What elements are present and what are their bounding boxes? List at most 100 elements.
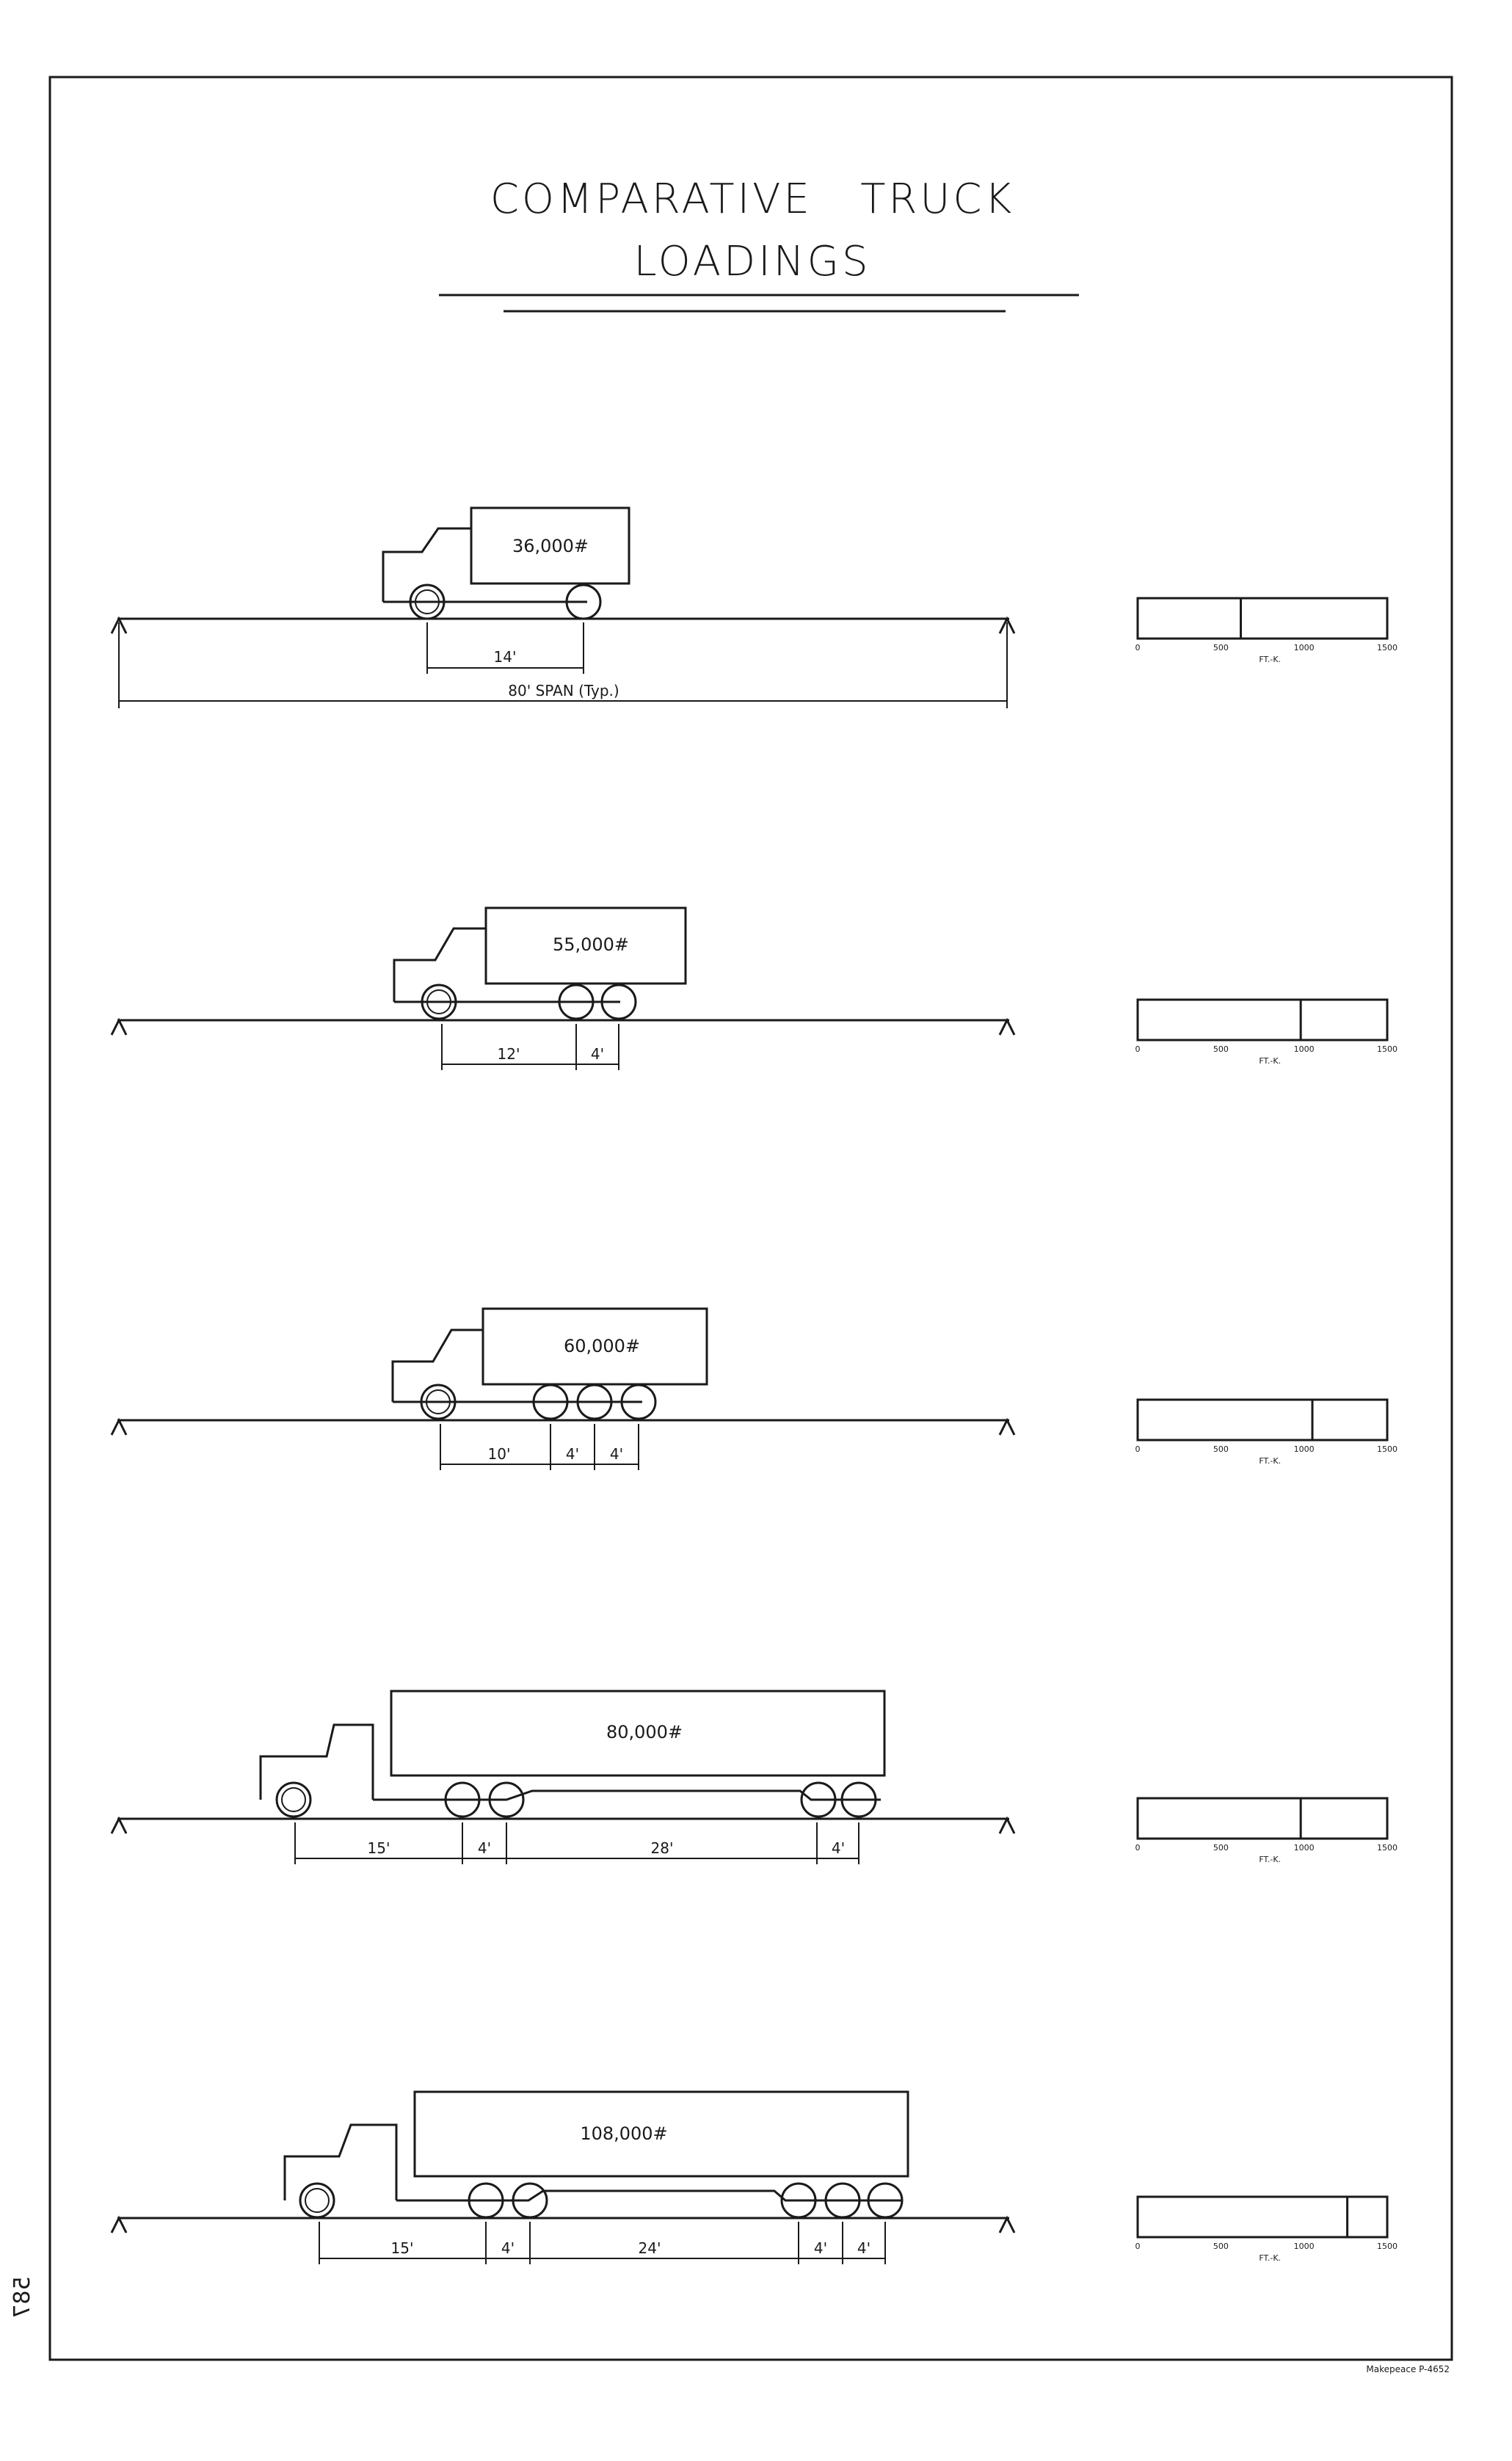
moment-scale-tick-label: 500	[1213, 1843, 1229, 1853]
truck-row-1: 36,000# 14' 80' SPAN (Typ.)	[110, 506, 1016, 708]
moment-scale-tick-label: 1000	[1294, 1843, 1315, 1853]
support-right	[998, 1017, 1016, 1036]
cab	[391, 1328, 484, 1402]
wheel	[420, 1384, 457, 1420]
wheel	[532, 1384, 569, 1420]
sheet-border	[48, 76, 1453, 2361]
moment-scale-tick-label: 0	[1135, 1044, 1141, 1054]
moment-gauge-frame	[1136, 597, 1389, 640]
axle-spacing: 4'	[832, 1839, 845, 1857]
moment-scale-unit: FT.-K.	[1259, 2253, 1281, 2263]
moment-gauge-frame	[1136, 1398, 1389, 1442]
wheel	[840, 1781, 877, 1818]
axle-spacing: 15'	[368, 1839, 390, 1857]
support-left	[110, 616, 128, 634]
moment-scale-tick-label: 500	[1213, 1044, 1229, 1054]
load-label: 36,000#	[512, 536, 589, 556]
wheel	[620, 1384, 657, 1420]
wheel	[299, 2182, 335, 2219]
truck-3-graphic	[391, 1307, 708, 1420]
load-label: 60,000#	[564, 1336, 640, 1356]
moment-scale-tick-label: 1500	[1377, 1843, 1397, 1853]
wheel	[512, 2182, 548, 2219]
truck-row-2: 55,000# 12' 4'	[110, 906, 1016, 1070]
wheel	[780, 2182, 817, 2219]
moment-scale-tick-label: 1500	[1377, 643, 1397, 652]
moment-scale-tick-label: 0	[1135, 1444, 1141, 1454]
wheel	[305, 2188, 330, 2213]
moment-scale-tick-label: 500	[1213, 2242, 1229, 2251]
moment-scale-tick-label: 0	[1135, 1843, 1141, 1853]
wheel	[867, 2182, 904, 2219]
axle-spacing: 28'	[651, 1839, 674, 1857]
wheel	[824, 2182, 861, 2219]
wheel	[426, 989, 451, 1014]
moment-scale-tick-label: 500	[1213, 643, 1229, 652]
axle-spacing: 24'	[639, 2239, 661, 2257]
moment-scale-tick-label: 0	[1135, 643, 1141, 652]
moment-scale-unit: FT.-K.	[1259, 1855, 1281, 1864]
truck-1-graphic	[382, 506, 630, 620]
wheel	[600, 984, 637, 1020]
truck-4-graphic	[259, 1690, 886, 1818]
sheet-number: 587	[10, 2276, 35, 2318]
wheel	[275, 1781, 312, 1818]
moment-scale-tick-label: 1500	[1377, 1444, 1397, 1454]
wheel	[421, 984, 457, 1020]
support-left	[110, 2215, 128, 2233]
axle-spacing: 10'	[488, 1445, 511, 1463]
moment-gauge-frame	[1136, 2195, 1389, 2239]
truck-5-graphic	[283, 2090, 909, 2219]
moment-scale-unit: FT.-K.	[1259, 1456, 1281, 1466]
span-label: 80' SPAN (Typ.)	[508, 682, 619, 699]
cab	[259, 1723, 374, 1800]
wheel	[409, 584, 446, 620]
moment-scale-tick-label: 500	[1213, 1444, 1229, 1454]
support-right	[998, 1816, 1016, 1834]
wheel	[426, 1389, 451, 1414]
wheel	[468, 2182, 504, 2219]
maker-note: Makepeace P-4652	[1366, 2364, 1450, 2374]
title-line-1: COMPARATIVE TRUCK	[490, 175, 1014, 223]
moment-scale-tick-label: 1500	[1377, 2242, 1397, 2251]
axle-spacing: 4'	[501, 2239, 515, 2257]
wheel	[444, 1781, 481, 1818]
trailer-frame	[373, 1789, 881, 1801]
load-label: 80,000#	[606, 1722, 683, 1742]
axle-spacing: 12'	[498, 1045, 520, 1063]
cab	[393, 927, 487, 1002]
moment-scale-tick-label: 1000	[1294, 643, 1315, 652]
axle-spacing: 4'	[566, 1445, 579, 1463]
cab	[382, 527, 473, 602]
truck-row-5: 108,000# 15' 4' 24' 4' 4'	[110, 2090, 1016, 2264]
wheel	[415, 589, 440, 614]
support-right	[998, 616, 1016, 634]
axle-spacing: 4'	[610, 1445, 623, 1463]
cab	[283, 2123, 398, 2200]
wheel	[558, 984, 595, 1020]
title-line-2: LOADINGS	[633, 238, 871, 286]
support-right	[998, 2215, 1016, 2233]
support-right	[998, 1417, 1016, 1436]
axle-spacing: 4'	[591, 1045, 604, 1063]
axle-spacing: 14'	[494, 648, 517, 666]
moment-gauge-frame	[1136, 1797, 1389, 1840]
wheel	[800, 1781, 837, 1818]
moment-scale-tick-label: 0	[1135, 2242, 1141, 2251]
moment-scale-tick-label: 1000	[1294, 2242, 1315, 2251]
wheel	[576, 1384, 613, 1420]
wheel	[281, 1787, 306, 1812]
moment-scale-unit: FT.-K.	[1259, 655, 1281, 664]
axle-spacing: 15'	[391, 2239, 414, 2257]
moment-scale-unit: FT.-K.	[1259, 1056, 1281, 1066]
axle-spacing: 4'	[814, 2239, 827, 2257]
truck-row-3: 60,000# 10' 4' 4'	[110, 1307, 1016, 1470]
load-label: 108,000#	[580, 2123, 667, 2144]
moment-scale-tick-label: 1000	[1294, 1044, 1315, 1054]
axle-spacing: 4'	[857, 2239, 871, 2257]
support-left	[110, 1017, 128, 1036]
support-left	[110, 1816, 128, 1834]
truck-row-4: 80,000# 15' 4' 28' 4'	[110, 1690, 1016, 1864]
